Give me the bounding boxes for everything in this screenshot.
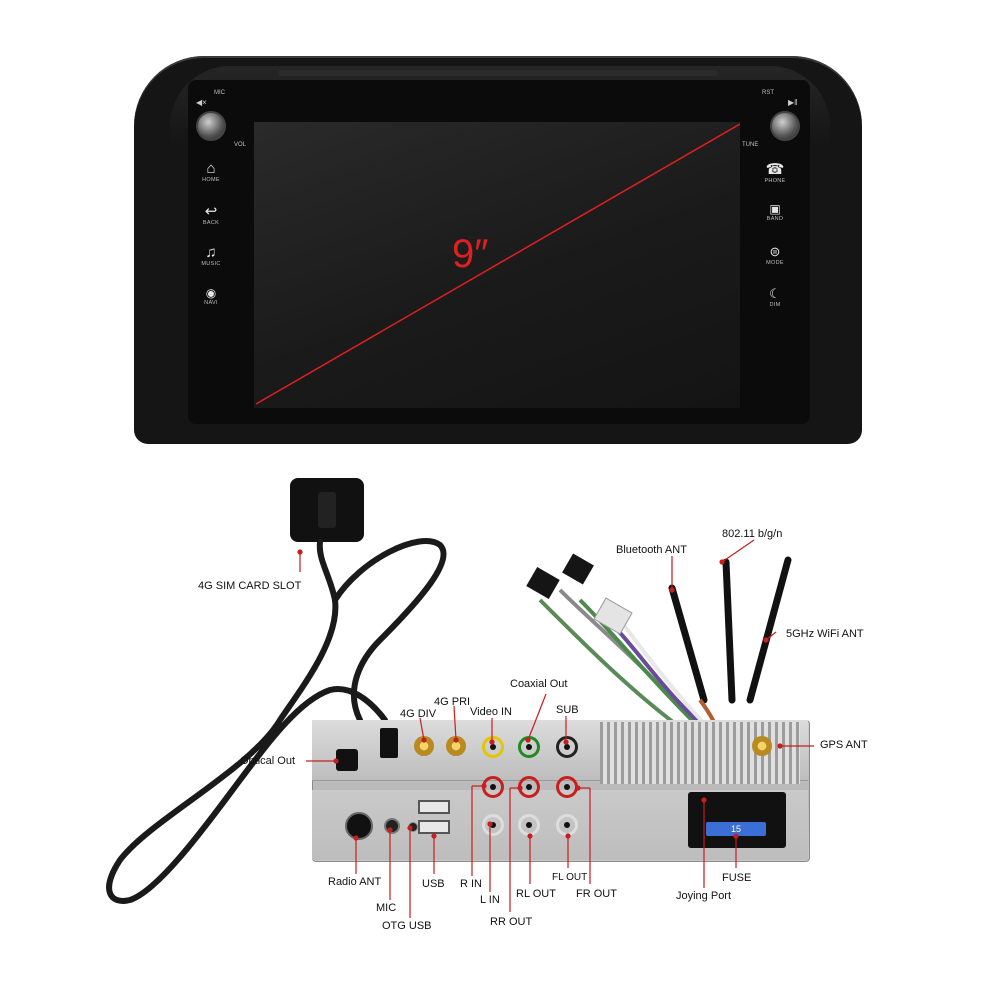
vol-label: VOL <box>234 142 247 148</box>
label-4g-div: 4G DIV <box>400 708 437 720</box>
mode-icon: ⊜ <box>769 244 781 259</box>
back-button[interactable]: ↩ BACK <box>200 202 231 226</box>
label-gps-ant: GPS ANT <box>820 739 868 751</box>
label-wifi-24: 802.11 b/g/n <box>722 528 783 540</box>
label-r-in: R IN <box>460 878 482 890</box>
label-sim-slot: 4G SIM CARD SLOT <box>198 580 302 592</box>
band-button[interactable]: ▣ BAND <box>764 202 795 222</box>
sim-slot-opening <box>318 492 336 528</box>
screen-size-label: 9″ <box>452 232 489 276</box>
dim-label: DIM <box>769 302 781 308</box>
phone-button[interactable]: ☎ PHONE <box>764 160 795 184</box>
back-icon: ↩ <box>204 203 218 220</box>
rst-label: RST <box>762 90 774 96</box>
label-l-in: L IN <box>480 894 500 906</box>
fuse: 15 <box>706 822 766 836</box>
sub-out-jack <box>556 736 578 758</box>
label-fl-out: FL OUT <box>552 872 588 883</box>
phone-icon: ☎ <box>765 161 785 178</box>
dim-icon: ☾ <box>769 286 781 301</box>
back-label: BACK <box>202 220 220 226</box>
label-usb: USB <box>422 878 445 890</box>
label-wifi-5: 5GHz WiFi ANT <box>786 628 864 640</box>
label-otg-usb: OTG USB <box>382 920 432 932</box>
navi-button[interactable]: ◉ NAVI <box>200 286 231 306</box>
navi-icon: ◉ <box>205 286 217 300</box>
tune-label: TUNE <box>742 142 759 148</box>
top-slot <box>278 70 718 76</box>
label-optical-out: Optical Out <box>240 755 296 767</box>
label-coaxial-out: Coaxial Out <box>510 678 568 690</box>
optical-out-port <box>336 749 358 771</box>
label-rr-out: RR OUT <box>490 916 533 928</box>
label-fr-out: FR OUT <box>576 888 617 900</box>
music-button[interactable]: ♫ MUSIC <box>200 244 231 267</box>
video-in-jack <box>482 736 504 758</box>
gps-ant-port <box>752 736 772 756</box>
radio-ant-port <box>345 812 373 840</box>
label-fuse: FUSE <box>722 872 752 884</box>
music-label: MUSIC <box>201 261 221 267</box>
4g-div-port <box>414 736 434 756</box>
label-radio-ant: Radio ANT <box>328 876 382 888</box>
mode-button[interactable]: ⊜ MODE <box>764 244 795 266</box>
band-label: BAND <box>766 216 784 222</box>
tune-knob[interactable] <box>770 111 800 141</box>
label-mic: MIC <box>376 902 397 914</box>
l-in-jack <box>482 814 504 836</box>
mode-label: MODE <box>766 260 784 266</box>
play-pause-icon: ▶‖ <box>788 98 798 107</box>
dim-button[interactable]: ☾ DIM <box>764 286 795 308</box>
volume-knob[interactable] <box>196 111 226 141</box>
label-sub: SUB <box>556 704 579 716</box>
navi-label: NAVI <box>204 300 218 306</box>
label-4g-pri: 4G PRI <box>434 696 471 708</box>
label-bluetooth-ant: Bluetooth ANT <box>616 544 687 556</box>
music-icon: ♫ <box>205 244 217 261</box>
usb-port-2 <box>418 820 450 834</box>
4g-pri-port <box>446 736 466 756</box>
home-icon: ⌂ <box>206 160 216 177</box>
home-button[interactable]: ⌂ HOME <box>200 160 231 183</box>
sim-cable-plug <box>380 728 398 758</box>
label-video-in: Video IN <box>470 706 512 718</box>
home-label: HOME <box>202 177 220 183</box>
phone-label: PHONE <box>764 178 786 184</box>
band-icon: ▣ <box>769 202 781 216</box>
usb-port-1 <box>418 800 450 814</box>
mic-label: MIC <box>214 90 225 96</box>
label-joying-port: Joying Port <box>676 890 732 902</box>
mute-icon: ◀× <box>196 98 207 107</box>
label-rl-out: RL OUT <box>516 888 556 900</box>
